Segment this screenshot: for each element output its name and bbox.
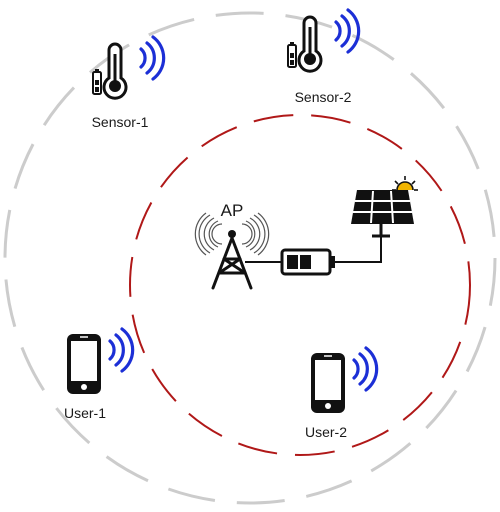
user-1 — [66, 327, 135, 395]
sensor-2-label: Sensor-2 — [295, 89, 352, 105]
access-point: AP — [194, 201, 270, 290]
outer-coverage-ring — [3, 11, 497, 505]
sensor-1-label: Sensor-1 — [92, 114, 149, 130]
wireless-signal-icon — [139, 35, 166, 81]
user-2-label: User-2 — [305, 424, 347, 440]
wireless-signal-icon — [334, 8, 361, 54]
broadcast-waves-icon — [194, 212, 270, 256]
solar-panel-icon — [351, 190, 414, 238]
wireless-signal-icon — [352, 346, 379, 392]
wireless-signal-icon — [108, 327, 135, 373]
ap-label: AP — [221, 201, 244, 220]
power-wires — [245, 232, 382, 263]
sun-icon — [392, 176, 418, 191]
smartphone-icon — [310, 352, 346, 414]
battery-icon — [280, 248, 335, 276]
inner-coverage-ring — [129, 114, 471, 456]
smartphone-icon — [66, 333, 102, 395]
thermometer-icon — [91, 42, 128, 100]
thermometer-icon — [286, 15, 323, 73]
user-1-label: User-1 — [64, 405, 106, 421]
user-2 — [310, 346, 379, 414]
antenna-tower-icon — [211, 230, 253, 290]
